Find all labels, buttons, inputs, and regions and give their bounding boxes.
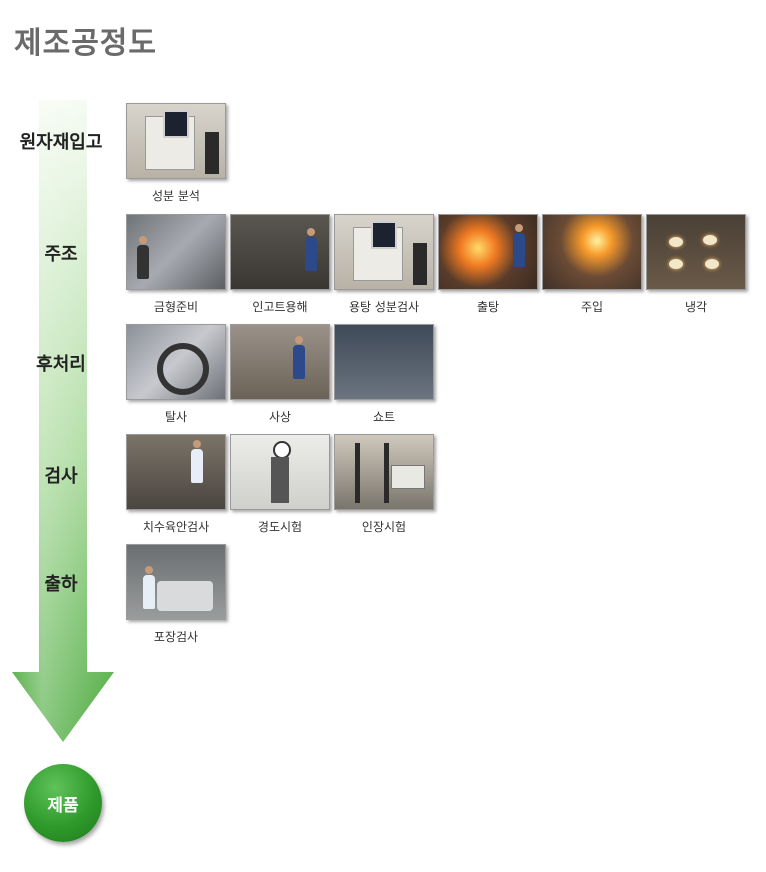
process-thumbnail: 금형준비 <box>126 214 226 315</box>
stage-label-inspection: 검사 <box>44 466 78 487</box>
process-thumbnail: 성분 분석 <box>126 103 226 204</box>
process-caption: 성분 분석 <box>152 189 200 203</box>
process-thumbnail: 주입 <box>542 214 642 315</box>
cooling-photo <box>646 214 746 290</box>
process-thumbnail: 용탕 성분검사 <box>334 214 434 315</box>
melt-composition-check-photo <box>334 214 434 290</box>
pouring-photo <box>542 214 642 290</box>
process-caption: 치수육안검사 <box>142 520 210 534</box>
page-title: 제조공정도 <box>14 26 157 61</box>
tapping-photo <box>438 214 538 290</box>
product-label: 제품 <box>47 795 79 816</box>
finishing-photo <box>230 324 330 400</box>
process-thumbnail: 경도시험 <box>230 434 330 535</box>
process-caption: 냉각 <box>684 300 708 314</box>
stage-label-raw-material: 원자재입고 <box>19 132 103 153</box>
stage-label-shipping: 출하 <box>44 574 78 595</box>
process-caption: 쇼트 <box>372 410 396 424</box>
process-thumbnail: 인고트용해 <box>230 214 330 315</box>
shakeout-photo <box>126 324 226 400</box>
stage-label-post-processing: 후처리 <box>36 354 86 375</box>
process-thumbnail: 인장시험 <box>334 434 434 535</box>
process-caption: 사상 <box>268 410 292 424</box>
tensile-test-photo <box>334 434 434 510</box>
process-flow-arrow <box>10 100 116 750</box>
process-thumbnail: 쇼트 <box>334 324 434 425</box>
hardness-test-photo <box>230 434 330 510</box>
process-caption: 포장검사 <box>153 630 199 644</box>
process-caption: 경도시험 <box>257 520 303 534</box>
mold-preparation-photo <box>126 214 226 290</box>
dimensional-visual-inspection-photo <box>126 434 226 510</box>
stage-label-casting: 주조 <box>44 244 78 265</box>
shot-blasting-photo <box>334 324 434 400</box>
process-caption: 주입 <box>580 300 604 314</box>
packaging-inspection-photo <box>126 544 226 620</box>
process-thumbnail: 냉각 <box>646 214 746 315</box>
process-thumbnail: 사상 <box>230 324 330 425</box>
process-caption: 용탕 성분검사 <box>348 300 420 314</box>
process-caption: 출탕 <box>476 300 500 314</box>
process-thumbnail: 출탕 <box>438 214 538 315</box>
process-thumbnail: 치수육안검사 <box>126 434 226 535</box>
process-caption: 인고트용해 <box>252 300 308 314</box>
process-thumbnail: 포장검사 <box>126 544 226 645</box>
process-thumbnail: 탈사 <box>126 324 226 425</box>
process-caption: 금형준비 <box>153 300 199 314</box>
composition-analyzer-photo <box>126 103 226 179</box>
process-caption: 인장시험 <box>361 520 407 534</box>
ingot-melting-photo <box>230 214 330 290</box>
process-caption: 탈사 <box>164 410 188 424</box>
product-badge: 제품 <box>24 764 102 842</box>
